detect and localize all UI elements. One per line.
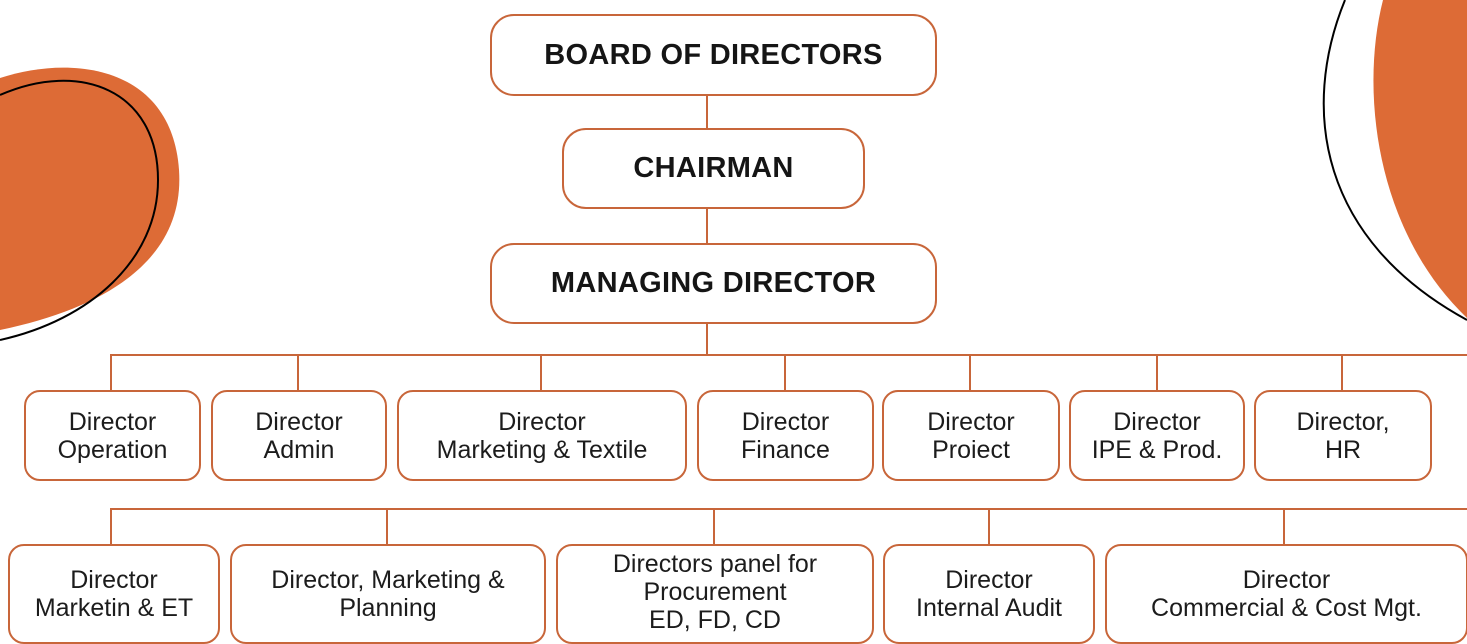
board-of-directors-label: BOARD OF DIRECTORS: [544, 38, 883, 71]
row2-drop: [988, 508, 990, 544]
row1-drop: [540, 354, 542, 390]
managing-director-box: MANAGING DIRECTOR: [490, 243, 937, 324]
connector-md-bus: [706, 323, 708, 355]
director-title: Director: [255, 407, 343, 436]
row2-drop: [713, 508, 715, 544]
director-title: Director: [927, 407, 1015, 436]
row1-drop: [1156, 354, 1158, 390]
chairman-box: CHAIRMAN: [562, 128, 865, 209]
director-marketing-et-box: Director Marketin & ET: [8, 544, 220, 644]
panel-members: ED, FD, CD: [649, 606, 781, 634]
director-marketing-planning-box: Director, Marketing & Planning: [230, 544, 546, 644]
director-commercial-cost-box: Director Commercial & Cost Mgt.: [1105, 544, 1467, 644]
director-title: Director: [1242, 566, 1331, 594]
row2-drop: [110, 508, 112, 544]
director-dept: Proiect: [932, 435, 1010, 464]
row1-drop: [969, 354, 971, 390]
director-internal-audit-box: Director Internal Audit: [883, 544, 1095, 644]
row1-drop: [784, 354, 786, 390]
panel-title: Directors panel for: [612, 550, 818, 578]
director-title: Director: [68, 407, 157, 436]
director-marketing-textile-box: Director Marketing & Textile: [397, 390, 687, 481]
director-hr-box: Director, HR: [1254, 390, 1432, 481]
director-dept: Marketin & ET: [34, 594, 194, 622]
panel-dept: Procurement: [643, 578, 787, 606]
right-orange-blob: [1373, 0, 1467, 318]
director-title: Director, Marketing &: [271, 566, 505, 594]
director-title: Director: [945, 566, 1033, 594]
row2-drop: [386, 508, 388, 544]
director-operation-box: Director Operation: [24, 390, 201, 481]
director-title: Director: [498, 407, 586, 436]
director-dept: Admin: [263, 435, 335, 464]
director-dept: Operation: [57, 435, 168, 464]
director-project-box: Director Proiect: [882, 390, 1060, 481]
director-dept: Finance: [741, 435, 830, 464]
left-outline-curve: [0, 79, 160, 341]
connector-chairman-md: [706, 208, 708, 243]
row1-bus: [110, 354, 1467, 356]
left-orange-blob: [0, 67, 180, 330]
row1-drop: [110, 354, 112, 390]
director-finance-box: Director Finance: [697, 390, 874, 481]
connector-board-chairman: [706, 95, 708, 128]
managing-director-label: MANAGING DIRECTOR: [550, 267, 877, 299]
director-title: Director: [741, 407, 830, 436]
directors-panel-procurement-box: Directors panel for Procurement ED, FD, …: [556, 544, 874, 644]
director-dept: IPE & Prod.: [1091, 435, 1223, 464]
director-dept: Internal Audit: [916, 594, 1062, 622]
row1-drop: [1341, 354, 1343, 390]
right-outline-curve: [1322, 0, 1467, 321]
director-dept: Planning: [339, 594, 437, 622]
row2-drop: [1283, 508, 1285, 544]
director-title: Director: [70, 566, 158, 594]
row1-drop: [297, 354, 299, 390]
director-title: Director: [1113, 407, 1201, 436]
director-dept: HR: [1324, 435, 1362, 464]
board-of-directors-box: BOARD OF DIRECTORS: [490, 14, 937, 96]
director-ipe-prod-box: Director IPE & Prod.: [1069, 390, 1245, 481]
director-dept: Marketing & Textile: [436, 435, 648, 464]
director-title: Director,: [1296, 407, 1390, 436]
director-admin-box: Director Admin: [211, 390, 387, 481]
director-dept: Commercial & Cost Mgt.: [1151, 594, 1422, 622]
chairman-label: CHAIRMAN: [633, 152, 794, 184]
row2-bus: [110, 508, 1467, 510]
